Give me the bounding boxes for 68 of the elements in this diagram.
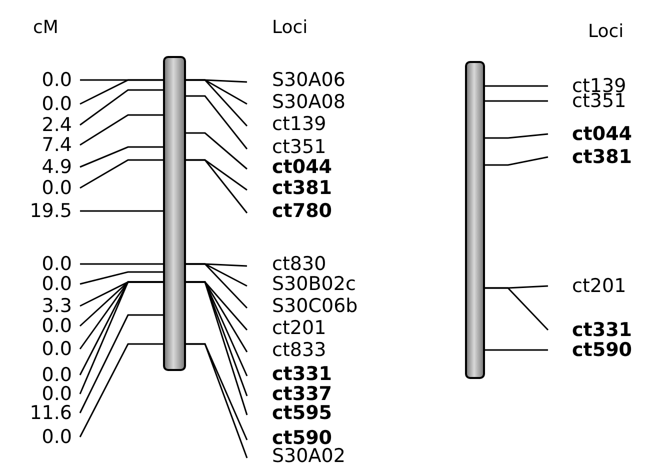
leader-line [80,146,163,168]
distance-value: 0.0 [42,339,72,359]
distance-value: 2.4 [42,115,72,135]
leader-line [485,285,548,289]
locus-label: ct351 [572,91,626,111]
leader-line [186,95,248,150]
locus-label: S30B02c [272,274,356,294]
distance-value: 3.3 [42,296,72,316]
distance-value: 0.0 [42,384,72,404]
leader-line [80,79,163,81]
distance-value: 0.0 [42,316,72,336]
distance-value: 0.0 [42,70,72,90]
distance-value: 0.0 [42,427,72,447]
distance-value: 0.0 [42,94,72,114]
leader-line [80,263,163,265]
locus-label: ct337 [272,384,332,404]
leader-line [80,210,163,212]
locus-label: ct139 [272,114,326,134]
leader-line [80,281,163,307]
leader-line [79,314,163,414]
leader-line [186,132,248,170]
distance-value: 0.0 [42,178,72,198]
locus-label: ct331 [272,364,332,384]
locus-label: S30A02 [272,446,346,466]
distance-value: 0.0 [42,365,72,385]
leader-line [186,159,248,191]
locus-label: ct201 [572,276,626,296]
distance-value: 7.4 [42,135,72,155]
locus-label: ct590 [272,428,332,448]
leader-line [79,343,163,438]
leader-line [485,133,548,139]
locus-label: ct044 [272,157,332,177]
locus-label: ct351 [272,137,326,157]
locus-label: ct044 [572,124,632,144]
distance-value: 0.0 [42,254,72,274]
locus-label: ct833 [272,340,326,360]
leader-line [80,271,163,285]
column-header: cM [33,18,58,38]
locus-label: ct590 [572,340,632,360]
leader-line [485,85,548,87]
leader-line [80,159,163,189]
locus-label: ct331 [572,320,632,340]
locus-label: S30C06b [272,296,358,316]
leader-line [186,281,248,330]
distance-value: 11.6 [30,403,72,423]
locus-label: ct381 [572,147,632,167]
leader-line [80,114,163,146]
column-header: Loci [272,18,308,38]
column-header: Loci [588,22,624,42]
distance-value: 4.9 [42,157,72,177]
distance-value: 0.0 [42,274,72,294]
leader-line [485,156,548,166]
chromosome-bar [465,61,485,379]
leader-line [186,263,248,267]
distance-value: 19.5 [30,201,72,221]
locus-label: ct381 [272,178,332,198]
locus-label: S30A06 [272,70,346,90]
leader-line [186,343,248,440]
leader-line [485,349,548,351]
leader-line [485,100,548,102]
locus-label: ct830 [272,254,326,274]
locus-label: ct595 [272,403,332,423]
locus-label: ct780 [272,201,332,221]
chromosome-bar [163,56,186,371]
locus-label: S30A08 [272,92,346,112]
leader-line [80,89,163,126]
locus-label: ct201 [272,318,326,338]
leader-line [186,79,248,83]
